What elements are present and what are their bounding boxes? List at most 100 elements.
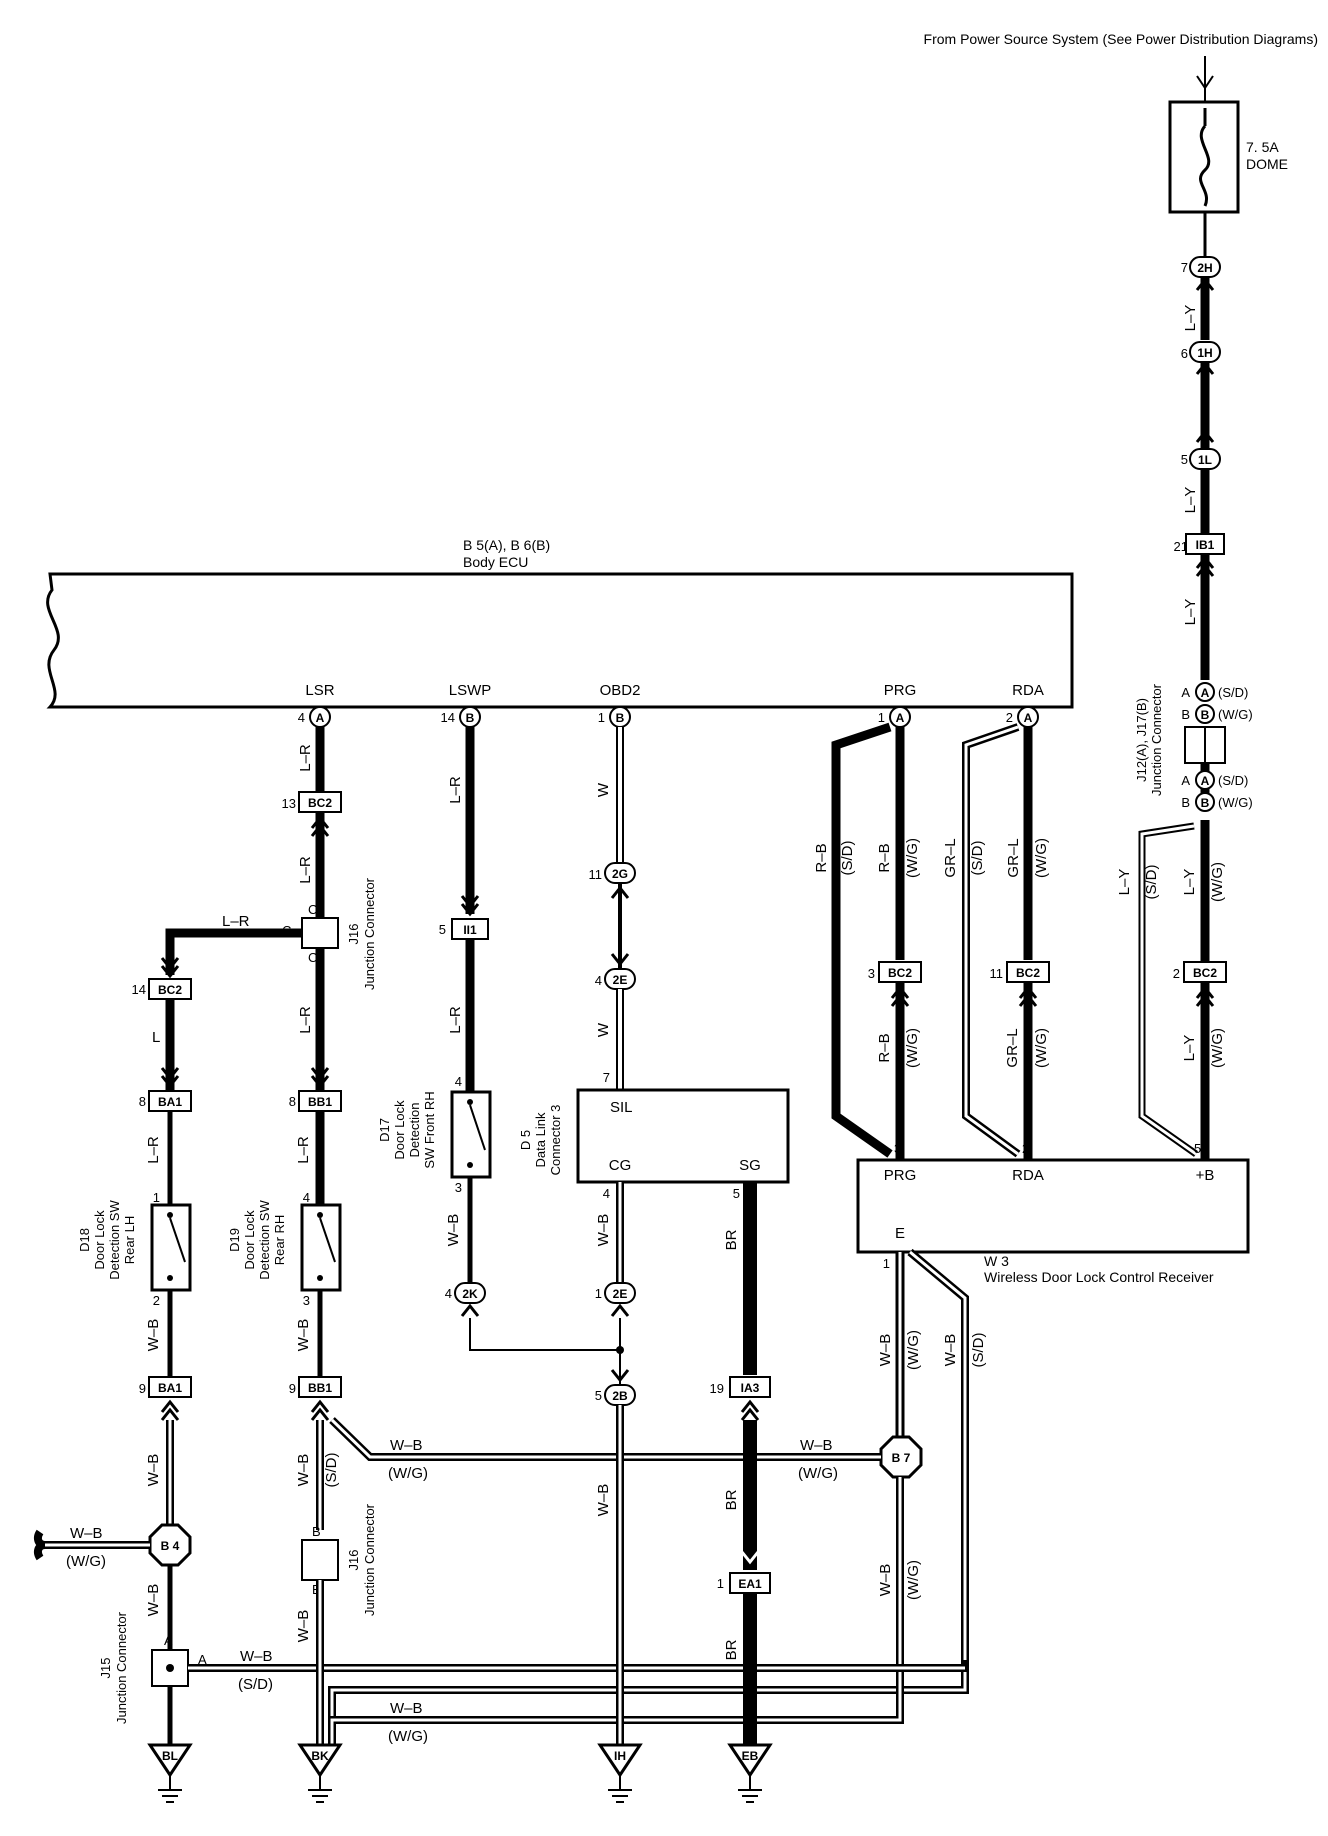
fuse-element-icon <box>1199 124 1211 207</box>
svg-text:IA3: IA3 <box>741 1381 760 1395</box>
wire-label-wb-8: W–B <box>295 1610 312 1643</box>
wire-label-wb-7: W–B <box>295 1454 312 1487</box>
ground-ih-icon <box>597 1743 643 1803</box>
connector-bc2-14: 14 BC2 <box>132 978 192 1000</box>
svg-text:(S/D): (S/D) <box>1218 685 1248 700</box>
ecu-pin-prg: 1 A <box>878 706 911 728</box>
j16-lower-code: J16 <box>346 1550 361 1571</box>
fuse-rating: 7. 5A <box>1246 139 1279 155</box>
wire-label-w-1: W <box>595 782 612 797</box>
wire-lr-branch <box>165 928 302 975</box>
connector-ba1-9: 9 BA1 <box>139 1376 192 1421</box>
wire-label-wb-h1: W–B <box>390 1437 423 1454</box>
dlc-pin-sil: 7 <box>603 1070 610 1085</box>
female-terminal-icon <box>740 1551 760 1565</box>
ground-eb-icon <box>727 1743 773 1803</box>
dlc-pin-cg: 4 <box>603 1186 610 1201</box>
receiver-pin-e: 1 <box>883 1256 890 1271</box>
ground-eb-label: EB <box>742 1749 759 1763</box>
ecu-pin-rda: 2 A <box>1006 706 1039 728</box>
wire-label-sd-6: (S/D) <box>238 1676 273 1693</box>
svg-text:4: 4 <box>303 1190 310 1205</box>
svg-text:2B: 2B <box>612 1389 628 1403</box>
wire-label-sd: (S/D) <box>1143 865 1160 900</box>
svg-text:4: 4 <box>298 710 305 725</box>
wire-label-rb-2: R–B <box>876 843 893 872</box>
wire-2k-junction <box>469 1318 620 1351</box>
male-terminal-icon <box>1195 555 1215 569</box>
wire-label-lr-1: L–R <box>297 744 314 772</box>
connector-2e-4: 4 2E <box>595 968 636 990</box>
svg-text:OBD2: OBD2 <box>600 682 641 699</box>
wire-label-w-2: W <box>595 1022 612 1037</box>
j12-code: J12(A), J17(B) <box>1134 698 1149 782</box>
male-terminal-icon <box>460 1303 480 1317</box>
ecu-code: B 5(A), B 6(B) <box>463 537 550 553</box>
wire-label-grl-2: GR–L <box>1005 838 1022 877</box>
connector-ba1-8: 8 BA1 <box>139 1090 192 1112</box>
wire-label-wg-5: (W/G) <box>1033 838 1050 878</box>
wire-label-wb-e: W–B <box>877 1334 894 1367</box>
receiver-terminal-prg: PRG <box>884 1167 917 1184</box>
svg-text:B: B <box>1181 795 1190 810</box>
female-terminal-icon <box>160 957 180 971</box>
power-source-label: From Power Source System (See Power Dist… <box>924 31 1318 47</box>
wire-label-wg-6: (W/G) <box>1033 1028 1050 1068</box>
wire-label-grl: GR–L <box>942 838 959 877</box>
svg-text:13: 13 <box>282 796 296 811</box>
svg-text:3: 3 <box>303 1293 310 1308</box>
svg-text:BA1: BA1 <box>158 1381 182 1395</box>
switch-d18-name-lines: Door Lock Detection SW Rear LH <box>92 1200 137 1280</box>
svg-text:B 4: B 4 <box>161 1539 180 1553</box>
female-terminal-icon <box>610 953 630 967</box>
connector-ia3-19: 19 IA3 <box>710 1376 771 1421</box>
male-terminal-icon <box>1195 985 1215 999</box>
svg-text:3: 3 <box>455 1180 462 1195</box>
wire-label-wb-12: W–B <box>595 1484 612 1517</box>
splice-b4: B 4 <box>148 1523 192 1567</box>
wire-label-br-1: BR <box>723 1229 740 1250</box>
ecu-terminals: LSR LSWP OBD2 PRG RDA <box>305 682 1043 699</box>
male-terminal-icon <box>610 1303 630 1317</box>
svg-text:Door Lock: Door Lock <box>242 1210 257 1270</box>
svg-text:3: 3 <box>868 966 875 981</box>
wire-label-sd-3: (S/D) <box>969 841 986 876</box>
ecu-name: Body ECU <box>463 554 528 570</box>
fuse-name: DOME <box>1246 156 1288 172</box>
svg-text:2: 2 <box>1006 710 1013 725</box>
svg-text:B: B <box>616 711 625 725</box>
svg-text:A: A <box>1181 773 1190 788</box>
male-terminal-icon <box>310 815 330 829</box>
connector-bc2-2: 2 BC2 <box>1173 961 1227 1007</box>
svg-text:B 7: B 7 <box>892 1451 911 1465</box>
wire-label-sd-2: (S/D) <box>839 841 856 876</box>
wire-label-sd-e: (S/D) <box>970 1333 987 1368</box>
svg-text:2K: 2K <box>462 1287 478 1301</box>
svg-text:B: B <box>466 711 475 725</box>
svg-text:A: A <box>1201 774 1210 788</box>
svg-text:8: 8 <box>139 1094 146 1109</box>
svg-text:A: A <box>164 1633 173 1648</box>
wire-label-ly-6: L–Y <box>1181 1035 1198 1062</box>
svg-text:A: A <box>1024 711 1033 725</box>
svg-text:BC2: BC2 <box>1016 966 1040 980</box>
dlc-name-lines: Data Link Connector 3 <box>533 1105 563 1176</box>
switch-d17: 4 3 <box>450 1074 492 1195</box>
female-terminal-icon <box>610 1369 630 1383</box>
svg-text:2E: 2E <box>613 973 628 987</box>
wireless-receiver-box <box>856 1158 1250 1254</box>
svg-text:EA1: EA1 <box>738 1577 762 1591</box>
wire-label-br-2: BR <box>723 1489 740 1510</box>
switch-d17-name-lines: Door Lock Detection SW Front RH <box>392 1091 437 1168</box>
svg-text:BC2: BC2 <box>308 796 332 810</box>
ground-bl-label: BL <box>162 1749 178 1763</box>
wire-label-wb-10: W–B <box>445 1214 462 1247</box>
wire-label-lr-8: L–R <box>447 1006 464 1034</box>
svg-text:5: 5 <box>595 1388 602 1403</box>
svg-text:2: 2 <box>1173 966 1180 981</box>
receiver-terminal-rda: RDA <box>1012 1167 1044 1184</box>
wire-e-sd <box>328 1248 969 1750</box>
wire-label-l: L <box>152 1029 160 1046</box>
svg-text:5: 5 <box>1181 452 1188 467</box>
svg-text:BC2: BC2 <box>158 983 182 997</box>
